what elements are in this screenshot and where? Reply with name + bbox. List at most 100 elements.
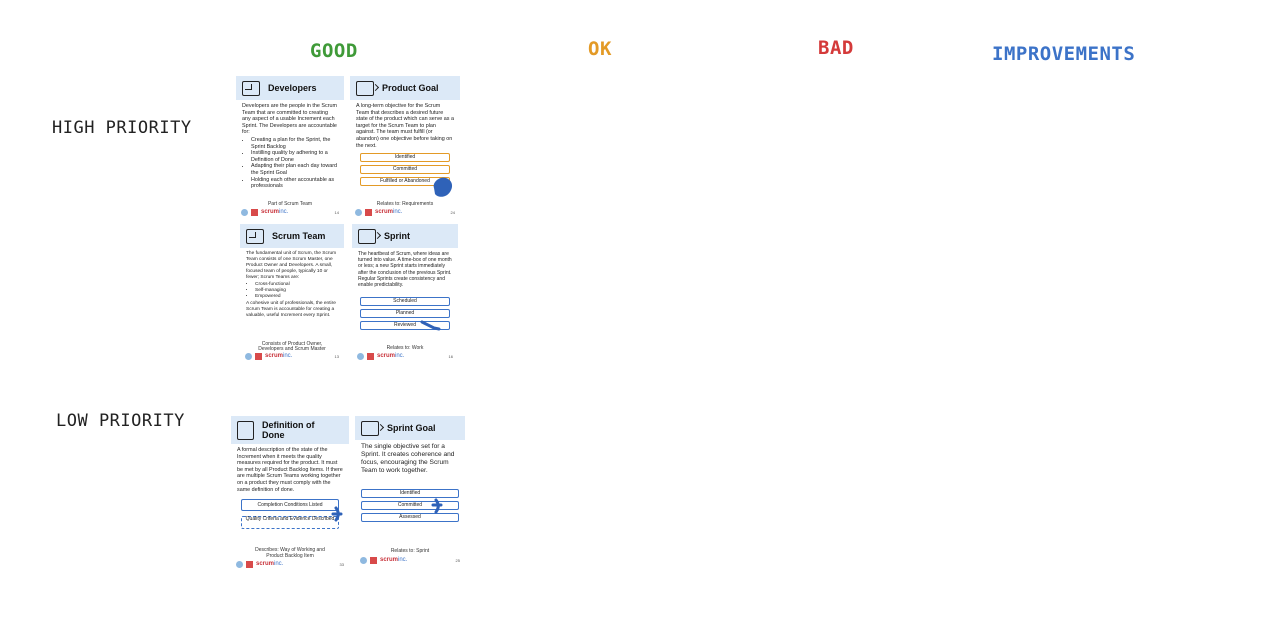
artifact-icon [237,420,254,440]
badge-icon [245,352,252,360]
state-box[interactable]: Reviewed [360,321,450,331]
card-header: Sprint Goal [355,416,465,440]
card-relation: Developers and Scrum Master [258,346,326,352]
card-outro: A cohesive unit of professionals, the en… [246,301,336,318]
marker-blob [433,177,453,197]
card-sprint-goal[interactable]: Sprint Goal The single objective set for… [355,416,465,566]
state-box[interactable]: Scheduled [360,297,450,307]
card-bullet-list: Creating a plan for the Sprint, the Spri… [242,137,338,190]
card-number: 25 [455,557,460,563]
card-description: A long-term objective for the Scrum Team… [350,100,460,149]
card-title: Sprint [384,231,410,241]
card-title: Scrum Team [272,231,326,241]
card-bullet: Adapting their plan each day toward the … [251,163,338,176]
card-description: The heartbeat of Scrum, where ideas are … [352,248,458,288]
card-relation: Part of Scrum Team [267,201,313,207]
card-sprint[interactable]: Sprint The heartbeat of Scrum, where ide… [352,224,458,362]
card-scrum-team[interactable]: Scrum Team The fundamental unit of Scrum… [240,224,344,362]
column-heading-improvements: IMPROVEMENTS [992,43,1136,65]
card-title: Sprint Goal [387,423,436,433]
card-footer: scruminc. 33 [236,560,344,568]
logo-icon [255,352,262,360]
card-title: Developers [268,83,317,93]
event-icon [358,228,376,244]
card-definition-of-done[interactable]: Definition of Done A formal description … [231,416,349,570]
brand-logo: scruminc. [256,561,284,567]
card-footer: scruminc. 16 [357,352,453,360]
card-intro: The fundamental unit of Scrum, the Scrum… [246,251,337,280]
card-intro: Developers are the people in the Scrum T… [242,103,337,136]
card-footer: scruminc. 24 [355,208,455,216]
state-box[interactable]: Committed [360,165,450,175]
state-box[interactable]: Identified [361,489,459,498]
card-intro: A long-term objective for the Scrum Team… [356,103,454,149]
card-description: Developers are the people in the Scrum T… [236,100,344,190]
marker-tick [431,498,443,514]
card-relation: Relates to: Sprint [390,548,430,554]
card-bullet: Instilling quality by adhering to a Defi… [251,150,338,163]
badge-icon [360,556,367,564]
brand-logo: scruminc. [377,353,405,359]
card-header: Scrum Team [240,224,344,248]
row-heading-high-priority: HIGH PRIORITY [52,118,192,138]
card-states: Identified Committed Assessed [355,489,465,522]
column-heading-ok: OK [588,38,612,60]
card-number: 14 [334,209,339,215]
card-description: The fundamental unit of Scrum, the Scrum… [240,248,344,319]
role-icon [246,228,264,244]
card-developers[interactable]: Developers Developers are the people in … [236,76,344,218]
card-states: Scheduled Planned Reviewed [352,297,458,331]
card-title: Definition of Done [262,420,315,440]
card-intro: The single objective set for a Sprint. I… [361,443,455,474]
brand-logo: scruminc. [261,209,289,215]
badge-icon [241,208,248,216]
card-number: 13 [334,353,339,359]
card-header: Sprint [352,224,458,248]
card-description: A formal description of the state of the… [231,444,349,493]
card-relation: Relates to: Work [386,345,424,351]
column-heading-bad: BAD [818,37,854,59]
logo-icon [367,352,374,360]
badge-icon [236,560,243,568]
brand-logo: scruminc. [380,557,408,563]
brand-logo: scruminc. [375,209,403,215]
brand-logo: scruminc. [265,353,293,359]
card-relation: Consists of Product Owner, [261,341,323,347]
card-relation: Describes: Way of Working and [255,547,325,553]
state-box[interactable]: Planned [360,309,450,319]
state-box[interactable]: Assessed [361,513,459,522]
card-header: Product Goal [350,76,460,100]
card-bullet: Creating a plan for the Sprint, the Spri… [251,137,338,150]
badge-icon [357,352,364,360]
state-box[interactable]: Committed [361,501,459,510]
badge-icon [355,208,362,216]
card-description: The single objective set for a Sprint. I… [355,440,465,475]
column-heading-good: GOOD [310,40,358,62]
card-intro: A formal description of the state of the… [237,447,343,493]
commitment-icon [361,420,379,436]
card-number: 33 [339,561,344,567]
card-number: 24 [450,209,455,215]
state-box[interactable]: Quality Criteria and Evidence Described [241,516,339,530]
logo-icon [370,556,377,564]
card-bullet: Holding each other accountable as profes… [251,177,338,190]
card-footer: scruminc. 25 [360,556,460,564]
state-box[interactable]: Identified [360,153,450,163]
card-bullet: Self-managing [255,288,338,294]
role-icon [242,80,260,96]
card-bullet: Cross-functional [255,282,338,288]
card-number: 16 [448,353,453,359]
card-states: Completion Conditions Listed Quality Cri… [231,499,349,530]
card-footer: scruminc. 14 [241,208,339,216]
card-bullet-list: Cross-functional Self-managing Empowered [246,282,338,300]
logo-icon [251,208,258,216]
state-box[interactable]: Completion Conditions Listed [241,499,339,512]
card-product-goal[interactable]: Product Goal A long-term objective for t… [350,76,460,218]
card-relation: Product Backlog Item [266,553,314,559]
card-intro: The heartbeat of Scrum, where ideas are … [358,251,452,289]
commitment-icon [356,80,374,96]
logo-icon [246,560,253,568]
logo-icon [365,208,372,216]
card-header: Definition of Done [231,416,349,444]
marker-tick [331,506,343,522]
